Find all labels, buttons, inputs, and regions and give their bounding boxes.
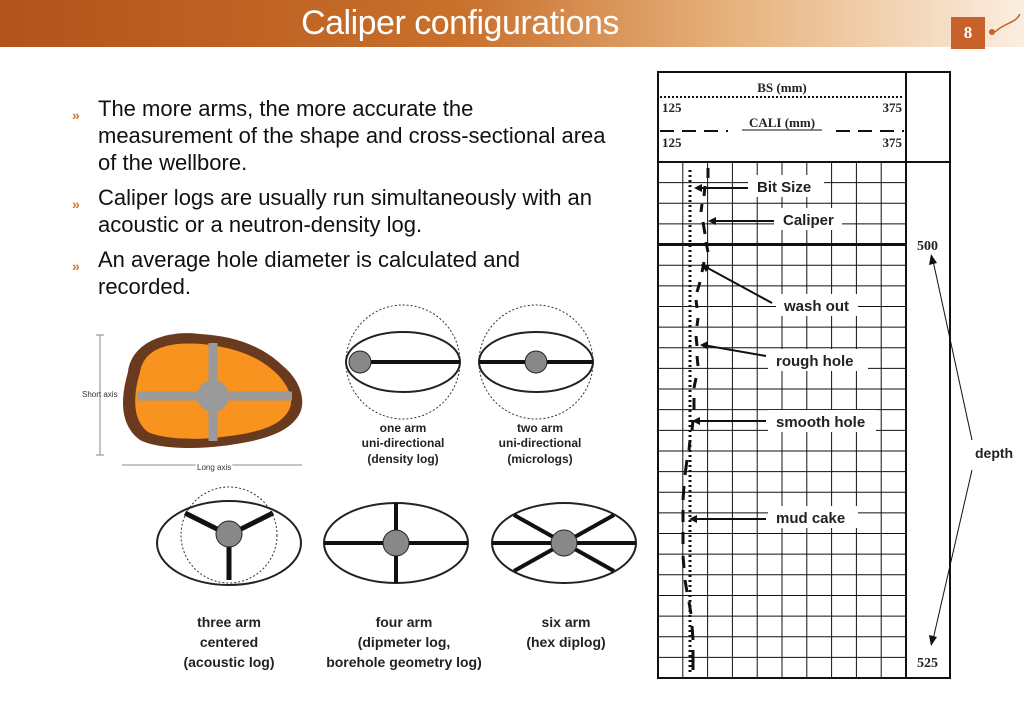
bullet-item: » An average hole diameter is calculated… (70, 246, 610, 300)
annotation-bg (776, 294, 858, 316)
bullet-text: An average hole diameter is calculated a… (98, 247, 520, 299)
depth-arrow-line (931, 255, 973, 441)
bs-min: 125 (662, 100, 682, 115)
depth-500-label: 500 (917, 239, 938, 254)
long-axis-label: Long axis (197, 463, 231, 472)
hole-cross-section: Short axis Long axis (82, 333, 303, 474)
arrowhead (689, 515, 697, 523)
config-label-line: one arm (380, 421, 427, 435)
bullet-item: » Caliper logs are usually run simultane… (70, 184, 610, 238)
bs-header: BS (mm) (757, 80, 806, 95)
tool-body (215, 520, 243, 548)
config-label-line: (dipmeter log, (358, 634, 451, 650)
bullet-arrow-icon: » (72, 107, 80, 123)
one-arm-diagram: one arm uni-directional (density log) (345, 304, 461, 466)
bullet-list: » The more arms, the more accurate the m… (70, 95, 610, 308)
arrowhead (692, 417, 700, 425)
arrowhead (694, 184, 702, 192)
annotation-mud-cake: mud cake (776, 510, 845, 527)
annotation-bg (768, 349, 868, 371)
nominal-hole-circle (180, 486, 278, 584)
bullet-item: » The more arms, the more accurate the m… (70, 95, 610, 176)
arrowhead (700, 341, 708, 349)
annotation-smooth-hole: smooth hole (776, 414, 865, 431)
config-label-line: centered (200, 634, 258, 650)
config-label-line: (density log) (367, 452, 438, 466)
config-label-line: six arm (541, 614, 590, 630)
config-label-line: borehole geometry log) (326, 654, 482, 670)
config-label-line: (hex diplog) (526, 634, 605, 650)
annotation-wash-out: wash out (783, 298, 849, 315)
slide-title: Caliper configurations (301, 4, 619, 42)
annotation-rough-hole: rough hole (776, 353, 854, 370)
page-number-badge: 8 (951, 17, 985, 49)
bullet-arrow-icon: » (72, 258, 80, 274)
short-axis-label: Short axis (82, 390, 118, 399)
config-label-line: three arm (197, 614, 261, 630)
annotation-arrow (703, 265, 773, 304)
depth-track-frame (905, 71, 951, 679)
depth-arrow-line (931, 469, 973, 645)
cali-max: 375 (883, 135, 903, 150)
annotation-arrow (702, 344, 767, 357)
borehole-ellipse (156, 500, 302, 586)
arrowhead (701, 264, 710, 272)
config-label-line: four arm (376, 614, 433, 630)
cali-header: CALI (mm) (749, 115, 815, 130)
annotation-bit-size: Bit Size (757, 179, 811, 196)
tool-body (550, 529, 578, 557)
depth-label: depth (975, 445, 1013, 461)
config-label-line: two arm (517, 421, 563, 435)
tool-body (382, 529, 410, 557)
title-bar (0, 0, 1024, 47)
depth-525-label: 525 (917, 656, 938, 671)
three-arm-diagram: three arm centered (acoustic log) (156, 486, 302, 670)
bs-max: 375 (883, 100, 903, 115)
annotation-caliper: Caliper (783, 212, 834, 229)
annotation-bg (768, 506, 858, 528)
arrowhead (929, 254, 937, 265)
annotation-bg (768, 410, 876, 432)
annotation-bg (774, 208, 842, 230)
tool-body (524, 350, 548, 374)
two-arm-diagram: two arm uni-directional (micrologs) (478, 304, 594, 466)
bullet-text: Caliper logs are usually run simultaneou… (98, 185, 593, 237)
tool-pad (348, 350, 372, 374)
arrowhead (708, 217, 716, 225)
six-arm-diagram: six arm (hex diplog) (491, 502, 637, 650)
cali-min: 125 (662, 135, 682, 150)
arrowhead (929, 635, 937, 646)
config-label-line: (acoustic log) (183, 654, 274, 670)
bullet-arrow-icon: » (72, 196, 80, 212)
tool-body (197, 380, 229, 412)
four-arm-diagram: four arm (dipmeter log, borehole geometr… (323, 502, 482, 670)
config-label-line: uni-directional (499, 436, 582, 450)
annotation-bg (748, 175, 824, 197)
log-annotations: Bit Size Caliper wash out rough hole smo… (689, 175, 876, 528)
config-label-line: uni-directional (362, 436, 445, 450)
bullet-text: The more arms, the more accurate the mea… (98, 96, 606, 175)
config-label-line: (micrologs) (507, 452, 572, 466)
